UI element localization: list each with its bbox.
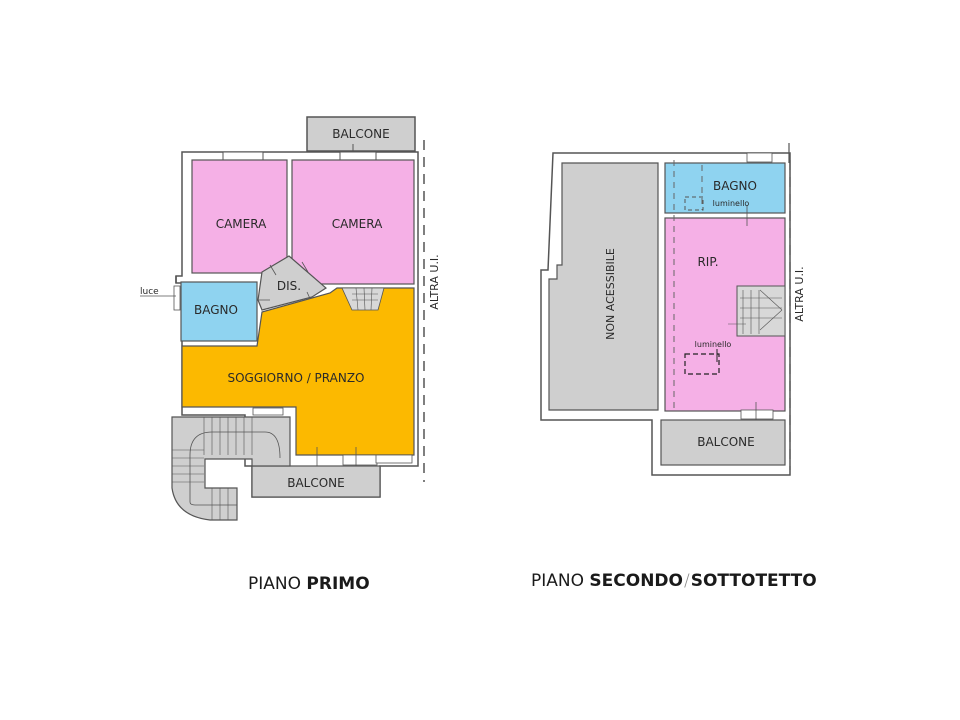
caption-piano-secondo: PIANO SECONDO/SOTTOTETTO <box>531 571 817 591</box>
caption-primo-prefix: PIANO <box>248 574 301 594</box>
caption-piano-primo: PIANO PRIMO <box>248 574 370 594</box>
label-balcone-top-primo: BALCONE <box>332 127 390 141</box>
balcone-top-primo <box>306 116 416 152</box>
label-rip: RIP. <box>697 255 718 269</box>
caption-primo-bold: PRIMO <box>306 574 370 594</box>
plan-piano-primo: BALCONE CAMERA CAMERA DIS. BAGNO SOGGIOR… <box>140 116 441 521</box>
label-bagno-secondo: BAGNO <box>713 179 757 193</box>
label-soggiorno-pranzo: SOGGIORNO / PRANZO <box>227 371 364 385</box>
label-altra-ui-secondo: ALTRA U.I. <box>793 266 806 321</box>
label-luminello-1: luminello <box>713 199 750 208</box>
label-luminello-2: luminello <box>695 340 732 349</box>
label-dis: DIS. <box>277 279 301 293</box>
room-non-accessibile <box>548 162 659 411</box>
label-balcone-secondo: BALCONE <box>697 435 755 449</box>
internal-staircase <box>728 285 786 337</box>
external-staircase <box>171 416 291 521</box>
caption-secondo-bold-2: SOTTOTETTO <box>690 571 817 591</box>
label-camera-right: CAMERA <box>332 217 383 231</box>
balcone-bottom-primo <box>251 465 381 498</box>
caption-secondo-prefix: PIANO <box>531 571 584 591</box>
label-bagno-primo: BAGNO <box>194 303 238 317</box>
caption-secondo-separator: / <box>683 571 690 591</box>
balcone-secondo <box>660 419 786 466</box>
room-camera-right <box>291 159 415 285</box>
room-bagno-primo <box>180 281 258 342</box>
room-bagno-secondo <box>664 162 786 214</box>
plan-piano-secondo: NON ACESSIBILE BAGNO luminello RIP. lumi… <box>540 143 806 476</box>
room-camera-left <box>191 159 288 274</box>
caption-secondo-bold-1: SECONDO <box>589 571 683 591</box>
room-soggiorno-pranzo <box>181 287 415 456</box>
label-non-accessibile: NON ACESSIBILE <box>604 248 617 340</box>
label-luce: luce <box>140 287 159 297</box>
label-balcone-bottom-primo: BALCONE <box>287 476 345 490</box>
label-altra-ui-primo: ALTRA U.I. <box>428 254 441 309</box>
label-camera-left: CAMERA <box>216 217 267 231</box>
